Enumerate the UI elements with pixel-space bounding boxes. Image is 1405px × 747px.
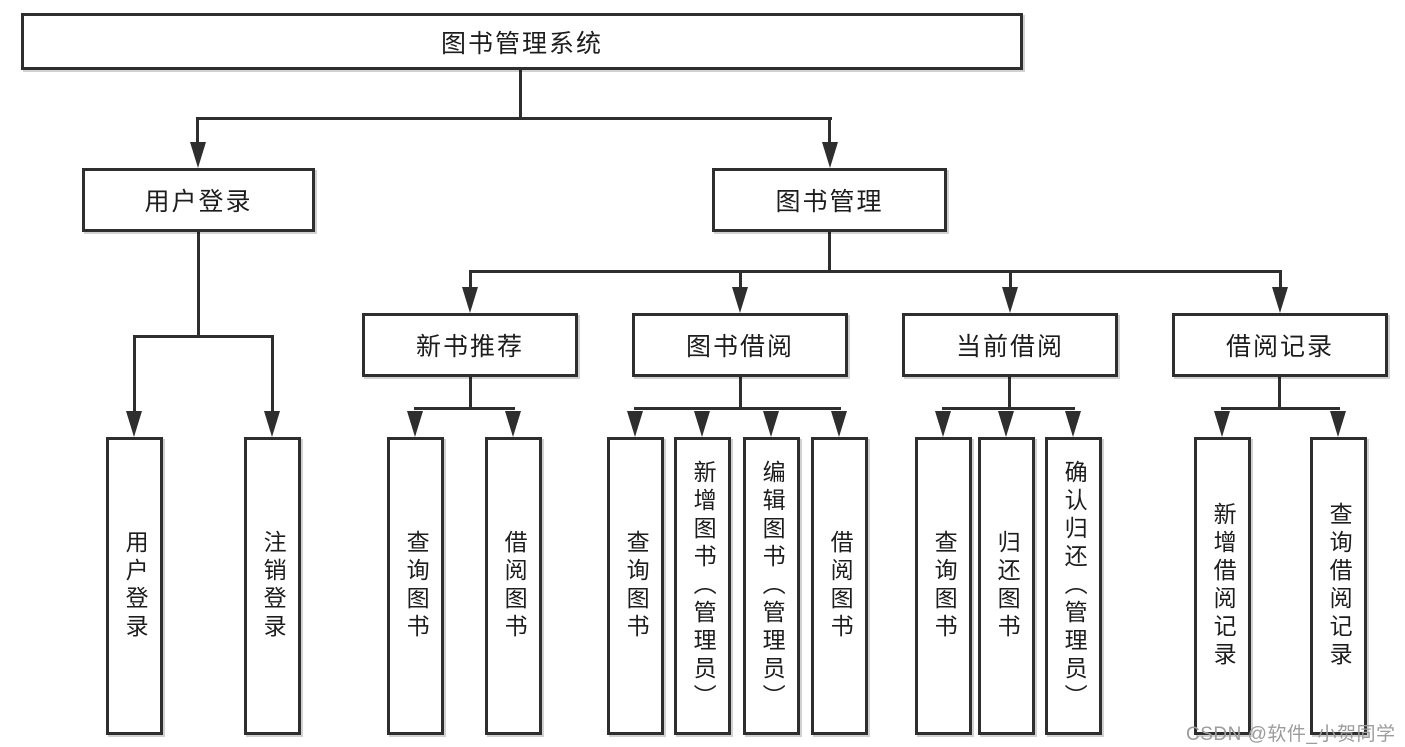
arrowhead-down-icon (1065, 411, 1081, 437)
connector-line (414, 407, 515, 410)
leaf-user-login: 用户登录 (106, 437, 163, 735)
node-label: 图书管理系统 (440, 29, 603, 58)
connector-line (133, 335, 274, 338)
arrowhead-down-icon (190, 142, 206, 168)
node-current-borrowing: 当前借阅 (902, 313, 1118, 377)
leaf-current-query-books: 查询图书 (915, 437, 972, 735)
leaf-borrowing-query-books: 查询图书 (607, 437, 664, 735)
connector-line (1009, 270, 1012, 288)
leaf-label: 编辑图书（管理员） (759, 460, 786, 712)
connector-line (196, 117, 832, 120)
node-book-borrowing: 图书借阅 (632, 313, 848, 377)
arrowhead-down-icon (1272, 287, 1288, 313)
connector-line (469, 270, 472, 288)
arrowhead-down-icon (694, 411, 710, 437)
node-label: 新书推荐 (415, 333, 524, 361)
node-label: 用户登录 (144, 188, 253, 216)
leaf-recommend-query-books: 查询图书 (387, 437, 444, 735)
node-label: 图书借阅 (685, 333, 794, 361)
connector-line (271, 335, 274, 412)
arrowhead-down-icon (822, 142, 838, 168)
arrowhead-down-icon (1330, 411, 1346, 437)
arrowhead-down-icon (732, 287, 748, 313)
connector-line (634, 407, 841, 410)
arrowhead-down-icon (126, 411, 142, 437)
connector-line (828, 117, 831, 144)
connector-line (197, 232, 200, 337)
leaf-borrowing-edit-books: 编辑图书（管理员） (743, 437, 800, 735)
node-book-management: 图书管理 (712, 168, 947, 232)
leaf-records-add-record: 新增借阅记录 (1194, 437, 1251, 735)
arrowhead-down-icon (505, 411, 521, 437)
leaf-borrowing-add-books: 新增图书（管理员） (674, 437, 731, 735)
leaf-current-return-books: 归还图书 (978, 437, 1035, 735)
connector-line (1221, 407, 1340, 410)
connector-line (196, 117, 199, 144)
leaf-recommend-borrow-books: 借阅图书 (485, 437, 542, 735)
node-library-system: 图书管理系统 (21, 13, 1023, 70)
leaf-label: 用户登录 (122, 530, 149, 642)
arrowhead-down-icon (627, 411, 643, 437)
connector-line (469, 377, 472, 408)
leaf-label: 查询图书 (931, 530, 958, 642)
leaf-label: 借阅图书 (827, 530, 854, 642)
connector-line (133, 335, 136, 412)
connector-line (469, 270, 1281, 273)
leaf-label: 新增借阅记录 (1210, 502, 1237, 670)
leaf-label: 新增图书（管理员） (690, 460, 717, 712)
node-user-login: 用户登录 (82, 168, 315, 232)
arrowhead-down-icon (831, 411, 847, 437)
leaf-borrowing-borrow-books: 借阅图书 (811, 437, 868, 735)
leaf-label: 查询借阅记录 (1326, 502, 1353, 670)
connector-line (1279, 270, 1282, 288)
connector-line (739, 270, 742, 288)
arrowhead-down-icon (1214, 411, 1230, 437)
connector-line (1008, 377, 1011, 408)
node-new-book-recommend: 新书推荐 (362, 313, 578, 377)
arrowhead-down-icon (462, 287, 478, 313)
arrowhead-down-icon (1002, 287, 1018, 313)
node-label: 图书管理 (775, 188, 884, 216)
watermark: CSDN @软件_小贺同学 (1186, 724, 1396, 745)
leaf-records-query-record: 查询借阅记录 (1310, 437, 1367, 735)
leaf-logout: 注销登录 (244, 437, 301, 735)
node-label: 借阅记录 (1225, 333, 1334, 361)
arrowhead-down-icon (264, 411, 280, 437)
connector-line (739, 377, 742, 408)
leaf-current-confirm-return: 确认归还（管理员） (1045, 437, 1102, 735)
connector-line (519, 70, 522, 117)
leaf-label: 借阅图书 (501, 530, 528, 642)
leaf-label: 查询图书 (403, 530, 430, 642)
leaf-label: 注销登录 (260, 530, 287, 642)
node-borrowing-records: 借阅记录 (1172, 313, 1388, 377)
leaf-label: 确认归还（管理员） (1061, 460, 1088, 712)
arrowhead-down-icon (763, 411, 779, 437)
connector-line (942, 407, 1075, 410)
arrowhead-down-icon (407, 411, 423, 437)
connector-line (828, 232, 831, 270)
node-label: 当前借阅 (955, 333, 1064, 361)
arrowhead-down-icon (998, 411, 1014, 437)
arrowhead-down-icon (935, 411, 951, 437)
leaf-label: 查询图书 (623, 530, 650, 642)
leaf-label: 归还图书 (994, 530, 1021, 642)
connector-line (1278, 377, 1281, 408)
